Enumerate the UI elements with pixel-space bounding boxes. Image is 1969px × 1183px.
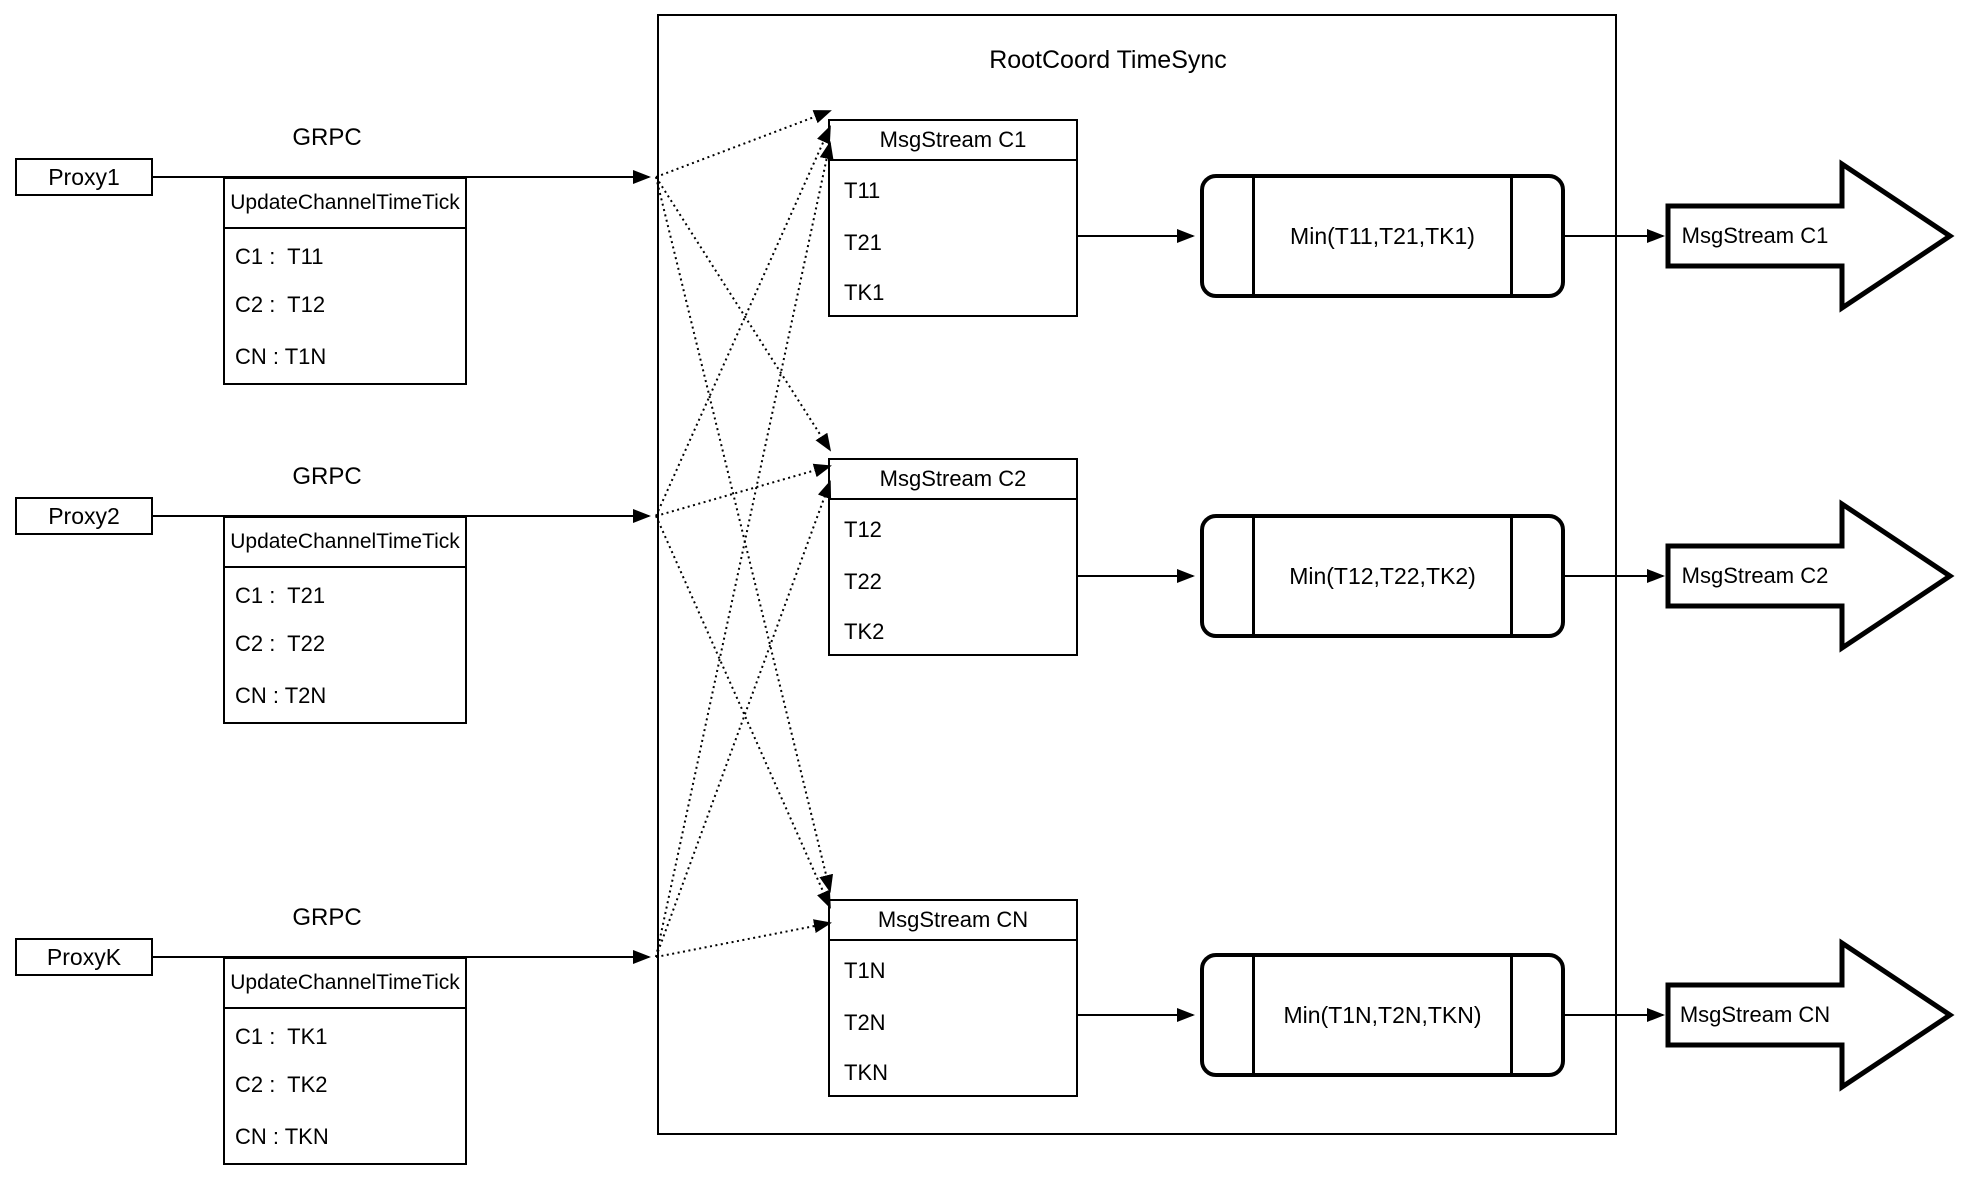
msgstream-table-c1: MsgStream C1 T11 T21 TK1	[828, 119, 1078, 317]
min-node-label: Min(T11,T21,TK1)	[1290, 222, 1475, 249]
min-node-3: Min(T1N,T2N,TKN)	[1200, 953, 1565, 1077]
update-channel-timetick-table-2: UpdateChannelTimeTick C1 : T21 C2 : T22 …	[223, 516, 467, 724]
table-header: MsgStream C2	[830, 460, 1076, 500]
table-row: C1 : T11	[235, 244, 324, 269]
grpc-label-3: GRPC	[292, 904, 362, 931]
table-row: C2 : T22	[235, 631, 326, 656]
rootcoord-title: RootCoord TimeSync	[989, 46, 1227, 74]
table-row: CN : TKN	[235, 1124, 329, 1149]
msgstream-table-cn: MsgStream CN T1N T2N TKN	[828, 899, 1078, 1097]
output-arrow-label-cn: MsgStream CN	[1679, 1002, 1831, 1027]
table-row: C1 : T21	[235, 583, 326, 608]
update-channel-timetick-table-3: UpdateChannelTimeTick C1 : TK1 C2 : TK2 …	[223, 957, 467, 1165]
proxyk-box: ProxyK	[15, 938, 153, 976]
proxy2-box: Proxy2	[15, 497, 153, 535]
table-row: TK1	[844, 280, 885, 305]
grpc-label-2: GRPC	[292, 463, 362, 490]
table-header: UpdateChannelTimeTick	[225, 518, 465, 568]
output-arrow-label-c1: MsgStream C1	[1681, 223, 1829, 248]
table-header: MsgStream C1	[830, 121, 1076, 161]
min-node-1: Min(T11,T21,TK1)	[1200, 174, 1565, 298]
min-node-right-divider	[1510, 517, 1513, 635]
min-node-left-divider	[1252, 177, 1255, 295]
table-row: T1N	[844, 958, 886, 983]
table-row: TK2	[844, 619, 885, 644]
table-row: C1 : TK1	[235, 1024, 328, 1049]
msgstream-table-c2: MsgStream C2 T12 T22 TK2	[828, 458, 1078, 656]
table-row: T2N	[844, 1010, 886, 1035]
min-node-right-divider	[1510, 956, 1513, 1074]
min-node-2: Min(T12,T22,TK2)	[1200, 514, 1565, 638]
table-row: T22	[844, 569, 882, 594]
table-row: C2 : T12	[235, 292, 326, 317]
min-node-label: Min(T12,T22,TK2)	[1289, 562, 1476, 589]
table-row: T12	[844, 517, 882, 542]
min-node-right-divider	[1510, 177, 1513, 295]
proxy1-box: Proxy1	[15, 158, 153, 196]
table-row: T21	[844, 230, 882, 255]
table-row: CN : T1N	[235, 344, 327, 369]
table-header: UpdateChannelTimeTick	[225, 179, 465, 229]
grpc-label-1: GRPC	[292, 124, 362, 151]
update-channel-timetick-table-1: UpdateChannelTimeTick C1 : T11 C2 : T12 …	[223, 177, 467, 385]
output-arrow-label-c2: MsgStream C2	[1681, 563, 1829, 588]
min-node-label: Min(T1N,T2N,TKN)	[1283, 1001, 1482, 1028]
table-header: MsgStream CN	[830, 901, 1076, 941]
table-header: UpdateChannelTimeTick	[225, 959, 465, 1009]
min-node-left-divider	[1252, 956, 1255, 1074]
min-node-left-divider	[1252, 517, 1255, 635]
table-row: T11	[844, 178, 881, 203]
table-row: TKN	[844, 1060, 888, 1085]
table-row: C2 : TK2	[235, 1072, 328, 1097]
table-row: CN : T2N	[235, 683, 327, 708]
